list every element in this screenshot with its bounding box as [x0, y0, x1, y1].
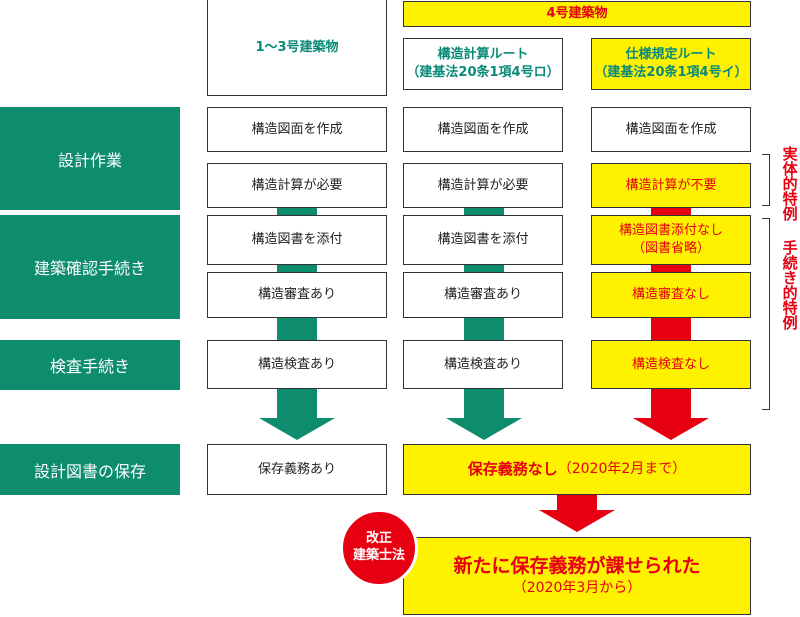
category-storage-label: 設計図書の保存 [33, 461, 146, 481]
category-confirm-label: 建築確認手続き [33, 259, 146, 278]
col3-drawing-label: 構造図面を作成 [625, 121, 717, 137]
bracket-procedural [762, 218, 770, 410]
col1-review: 構造審査あり [207, 272, 387, 318]
new-duty-note: （2020年3月から） [512, 580, 642, 597]
col1-storage-duty: 保存義務あり [207, 444, 387, 495]
header-1-3-label: 1～3号建築物 [255, 39, 339, 55]
col3-no-review: 構造審査なし [591, 272, 751, 318]
header-4-label: 4号建築物 [546, 6, 608, 22]
col3-calc-label: 構造計算が不要 [625, 177, 717, 193]
new-duty-main: 新たに保存義務が課せられた [453, 554, 701, 577]
col3-review-label: 構造審査なし [631, 287, 710, 303]
col1-attach-label: 構造図書を添付 [251, 232, 343, 248]
arrow-new-duty-shaft [557, 492, 597, 512]
new-storage-duty: 新たに保存義務が課せられた （2020年3月から） [403, 537, 751, 615]
col2-drawing-label: 構造図面を作成 [437, 121, 529, 137]
col2-inspection-label: 構造検査あり [443, 356, 522, 372]
storage-not-required: 保存義務なし （2020年2月まで） [403, 444, 751, 495]
col1-drawing: 構造図面を作成 [207, 107, 387, 152]
col2-attach-label: 構造図書を添付 [437, 232, 529, 248]
col3-inspection-label: 構造検査なし [631, 356, 710, 372]
col2-calc-required: 構造計算が必要 [403, 163, 563, 208]
side-label-substantive: 実体的特例 [779, 146, 799, 221]
header-4-buildings: 4号建築物 [403, 1, 751, 27]
col3-no-inspection: 構造検査なし [591, 340, 751, 389]
arrow-col2-head [446, 418, 522, 440]
col3-drawing: 構造図面を作成 [591, 107, 751, 152]
col3-no-attach: 構造図書添付なし （図書省略） [591, 215, 751, 265]
col2-attach-docs: 構造図書を添付 [403, 215, 563, 265]
col3-attach-line2: （図書省略） [631, 241, 710, 256]
col3-attach-line1: 構造図書添付なし [618, 223, 723, 239]
arrow-col1-head [259, 418, 335, 440]
category-confirm: 建築確認手続き [0, 215, 180, 319]
category-inspect-label: 検査手続き [49, 357, 130, 376]
col3-calc-not-required: 構造計算が不要 [591, 163, 751, 208]
category-design-label: 設計作業 [57, 150, 122, 170]
col1-calc-required: 構造計算が必要 [207, 163, 387, 208]
col1-storage-label: 保存義務あり [257, 461, 336, 477]
col2-review: 構造審査あり [403, 272, 563, 318]
category-storage: 設計図書の保存 [0, 444, 180, 495]
bracket-substantive [762, 154, 770, 206]
category-design: 設計作業 [0, 107, 180, 210]
arrow-new-duty-head [539, 510, 615, 532]
col1-drawing-label: 構造図面を作成 [251, 121, 343, 137]
col2-drawing: 構造図面を作成 [403, 107, 563, 152]
header-spec-route: 仕様規定ルート （建基法20条1項4号イ） [591, 38, 751, 90]
side-label-procedural-text: 手続き的特例 [780, 240, 799, 330]
badge-line2: 建築士法 [352, 548, 405, 563]
revision-badge: 改正 建築士法 [340, 509, 418, 587]
header-col3-line1: 仕様規定ルート [625, 47, 717, 63]
col1-inspection: 構造検査あり [207, 340, 387, 389]
side-label-substantive-text: 実体的特例 [780, 146, 799, 221]
col2-inspection: 構造検査あり [403, 340, 563, 389]
col1-calc-label: 構造計算が必要 [251, 177, 343, 193]
col1-inspection-label: 構造検査あり [257, 356, 336, 372]
header-col2-line2: （建基法20条1項4号ロ） [406, 65, 560, 80]
storage-no-bold: 保存義務なし [467, 460, 558, 479]
col1-review-label: 構造審査あり [257, 287, 336, 303]
arrow-col3-head [633, 418, 709, 440]
side-label-procedural: 手続き的特例 [779, 240, 799, 330]
col2-calc-label: 構造計算が必要 [437, 177, 529, 193]
header-structural-calc-route: 構造計算ルート （建基法20条1項4号ロ） [403, 38, 563, 90]
col1-attach-docs: 構造図書を添付 [207, 215, 387, 265]
category-inspect: 検査手続き [0, 340, 180, 390]
badge-line1: 改正 [365, 531, 392, 547]
storage-no-note: （2020年2月まで） [557, 461, 687, 478]
col2-review-label: 構造審査あり [443, 287, 522, 303]
header-1-3-buildings: 1～3号建築物 [207, 0, 387, 96]
header-col2-line1: 構造計算ルート [437, 47, 529, 63]
header-col3-line2: （建基法20条1項4号イ） [594, 65, 748, 80]
